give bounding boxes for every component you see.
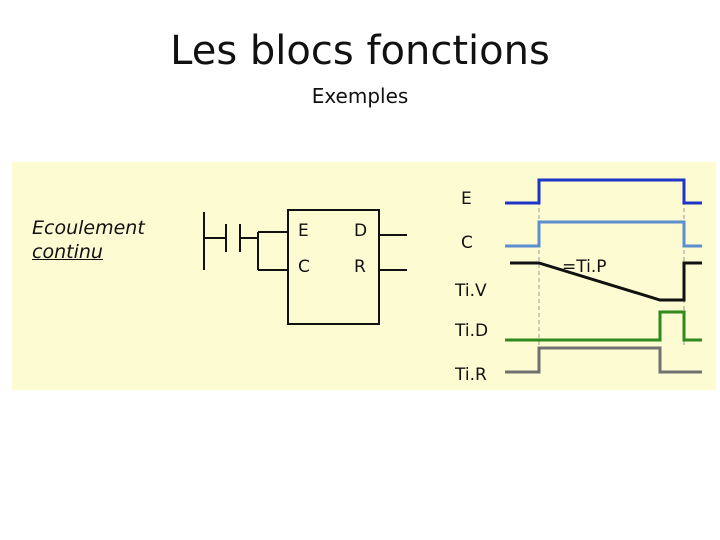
side-label-line-2: continu (32, 241, 103, 263)
waveform-tid (505, 310, 702, 342)
signal-label-e: E (461, 189, 472, 209)
signal-label-tid: Ti.D (454, 321, 488, 341)
waveform-e (505, 178, 702, 205)
page-subtitle: Exemples (311, 84, 409, 108)
preset-label: =Ti.P (562, 257, 606, 277)
function-block-box (287, 209, 380, 325)
signal-label-tir: Ti.R (454, 365, 487, 385)
signal-label-tiv: Ti.V (454, 281, 487, 301)
waveform-tiv (510, 261, 702, 302)
block-output-d: D (354, 221, 367, 241)
page-title: Les blocs fonctions (170, 28, 550, 74)
diagram-panel (12, 162, 716, 390)
side-label: Ecoulement continu (32, 216, 145, 264)
waveform-c (505, 220, 702, 248)
side-label-line-1: Ecoulement (32, 217, 145, 239)
waveform-tir (505, 346, 702, 374)
function-block: E C D R (287, 209, 407, 325)
block-input-e: E (298, 221, 309, 241)
ladder-contact (203, 212, 288, 271)
block-input-c: C (298, 257, 310, 277)
signal-label-c: C (461, 233, 473, 253)
block-output-r: R (354, 257, 366, 277)
